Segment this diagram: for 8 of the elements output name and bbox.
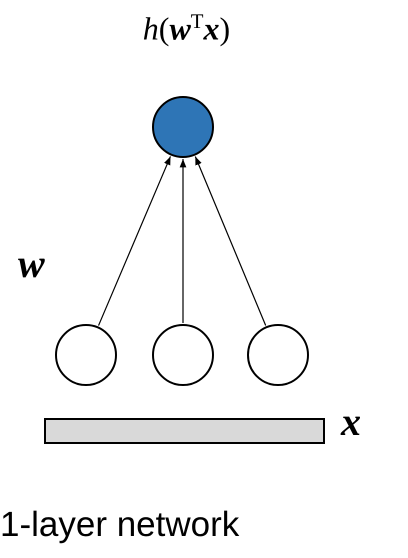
arrow — [180, 159, 186, 323]
arrow — [194, 156, 266, 326]
caption: 1-layer network — [0, 505, 240, 545]
node-formula: h(w$^{T}$x) — [142, 10, 230, 48]
arrow — [98, 156, 172, 326]
vector-symbol: x — [341, 398, 361, 445]
input-vector-bar — [44, 418, 325, 444]
weight-symbol: w — [18, 240, 45, 287]
